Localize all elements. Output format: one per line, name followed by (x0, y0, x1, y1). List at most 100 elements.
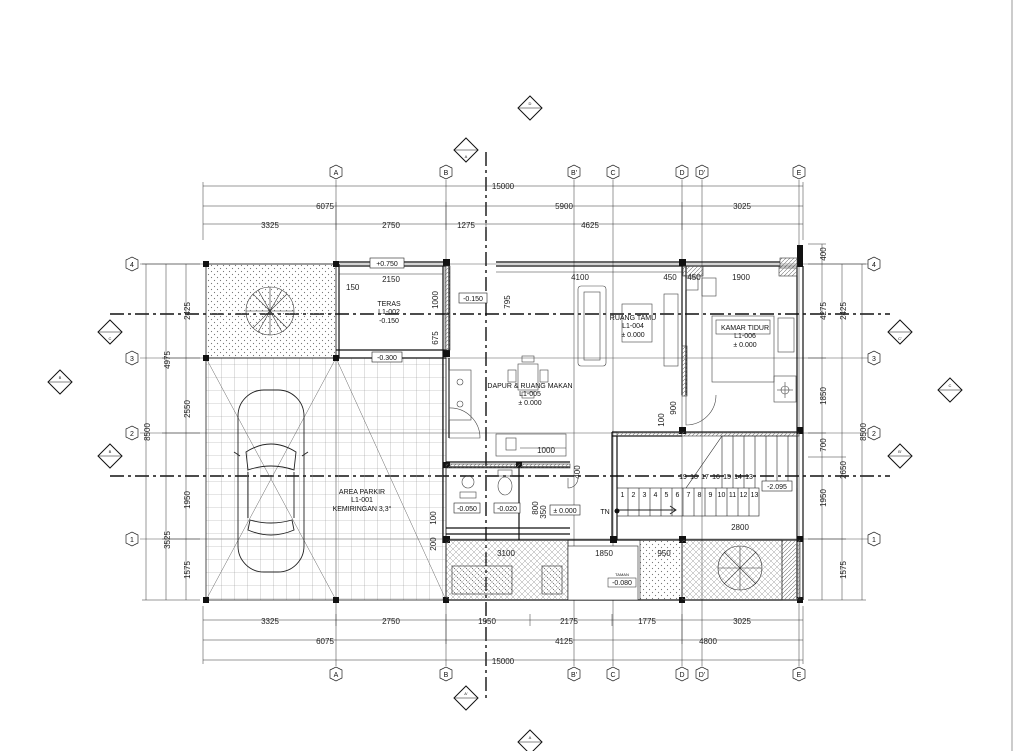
dim-top: 4625 (581, 221, 599, 230)
svg-text:795: 795 (503, 295, 512, 309)
elevation-marker-top: D (517, 95, 543, 121)
stair-step-number: 12 (740, 492, 748, 499)
dim-bottom: 1950 (478, 617, 496, 626)
svg-text:L1-002: L1-002 (378, 309, 400, 316)
stair-step-number: 15 (723, 474, 731, 481)
svg-text:DAPUR & RUANG MAKAN: DAPUR & RUANG MAKAN (487, 383, 572, 390)
stair-step-number: 13 (751, 492, 759, 499)
dim-right: 1850 (819, 387, 828, 405)
stair-step-number: 4 (654, 492, 658, 499)
level-tag: -2.095 (767, 484, 787, 491)
svg-text:± 0.000: ± 0.000 (621, 332, 644, 339)
svg-text:800: 800 (531, 501, 540, 515)
svg-text:E: E (797, 170, 802, 177)
stair-step-number: 18 (690, 474, 698, 481)
stair-step-number: 9 (709, 492, 713, 499)
svg-text:C: C (109, 336, 112, 341)
top-dimensions (202, 182, 804, 240)
dim-right: 700 (819, 438, 828, 452)
dim-bottom-overall: 15000 (492, 657, 515, 666)
svg-text:450: 450 (663, 273, 677, 282)
dim-right: 1950 (819, 489, 828, 507)
grid-bubble-col-d-prime: D' (695, 164, 709, 180)
level-tag: +0.750 (376, 261, 398, 268)
svg-text:KAMAR TIDUR: KAMAR TIDUR (721, 325, 769, 332)
svg-text:400: 400 (573, 465, 582, 479)
svg-text:1000: 1000 (431, 291, 440, 309)
svg-text:-0.150: -0.150 (379, 318, 399, 325)
level-tag: -0.050 (457, 506, 477, 513)
stair-step-number: 10 (718, 492, 726, 499)
level-tags (369, 257, 793, 516)
section-marker-b-left: B (97, 443, 123, 469)
grid-bubble-row-1: 1 (125, 531, 139, 547)
dim-bottom: 4800 (699, 637, 717, 646)
dim-right: 1575 (839, 561, 848, 579)
svg-text:± 0.000: ± 0.000 (518, 400, 541, 407)
grid-bubble-col-d: D (675, 164, 689, 180)
grid-bubble-row-2-right: 2 (867, 425, 881, 441)
svg-text:D: D (679, 170, 684, 177)
bottom-dimensions (202, 606, 804, 664)
svg-text:B': B' (571, 672, 577, 679)
grid-bubble-row-1-right: 1 (867, 531, 881, 547)
svg-text:C: C (610, 170, 615, 177)
stair-step-number: 5 (665, 492, 669, 499)
dim-bottom: 3325 (261, 617, 279, 626)
svg-text:-0.080: -0.080 (612, 580, 632, 587)
dim-left: 4975 (163, 351, 172, 369)
svg-text:D: D (679, 672, 684, 679)
svg-text:± 0.000: ± 0.000 (733, 342, 756, 349)
right-dimensions (808, 243, 866, 601)
level-tag: -0.020 (497, 506, 517, 513)
svg-text:4: 4 (130, 262, 134, 269)
svg-text:L1-004: L1-004 (622, 323, 644, 330)
svg-text:A: A (529, 735, 532, 740)
grid-bubble-col-b-prime-bottom: B' (567, 666, 581, 682)
grid-bubble-row-4: 4 (125, 256, 139, 272)
dim-right-overall: 8500 (859, 423, 868, 441)
stair-step-number: 8 (698, 492, 702, 499)
section-marker-b-prime: B' (887, 443, 913, 469)
svg-text:C': C' (898, 336, 902, 341)
svg-text:TAMAN: TAMAN (615, 572, 629, 577)
stair-step-number: 3 (643, 492, 647, 499)
svg-text:4100: 4100 (571, 273, 589, 282)
svg-text:L1-005: L1-005 (519, 391, 541, 398)
svg-text:AREA PARKIR: AREA PARKIR (339, 489, 385, 496)
dim-left-overall: 8500 (143, 423, 152, 441)
svg-text:3100: 3100 (497, 549, 515, 558)
dim-top-overall: 15000 (492, 182, 515, 191)
tree-icon (245, 286, 295, 336)
dim-left: 1575 (183, 561, 192, 579)
elevation-marker-left: B (47, 369, 73, 395)
dim-top: 3025 (733, 202, 751, 211)
grid-bubble-col-a-bottom: A (329, 666, 343, 682)
dim-bottom: 2175 (560, 617, 578, 626)
section-marker-a-prime: A' (453, 685, 479, 711)
staircase (616, 435, 798, 517)
svg-text:B: B (59, 375, 62, 380)
grid-bubble-col-d-bottom: D (675, 666, 689, 682)
svg-text:L1-006: L1-006 (734, 333, 756, 340)
wall-hatching (444, 257, 801, 601)
level-tag: -0.150 (463, 296, 483, 303)
stair-step-number: 19 (679, 474, 687, 481)
svg-text:900: 900 (669, 401, 678, 415)
stair-step-number: 7 (687, 492, 691, 499)
svg-text:1: 1 (872, 537, 876, 544)
dim-left: 3525 (163, 531, 172, 549)
room-ruang-tamu: RUANG TAMU L1-004 ± 0.000 (610, 315, 656, 339)
room-dapur: DAPUR & RUANG MAKAN L1-005 ± 0.000 (487, 383, 572, 407)
dim-top: 3325 (261, 221, 279, 230)
svg-text:4: 4 (872, 262, 876, 269)
svg-text:B': B' (571, 170, 577, 177)
svg-text:C: C (949, 383, 952, 388)
stair-step-number: 6 (676, 492, 680, 499)
dim-top: 2750 (382, 221, 400, 230)
grid-bubble-col-b: B (439, 164, 453, 180)
svg-text:2800: 2800 (731, 523, 749, 532)
svg-text:1000: 1000 (537, 446, 555, 455)
